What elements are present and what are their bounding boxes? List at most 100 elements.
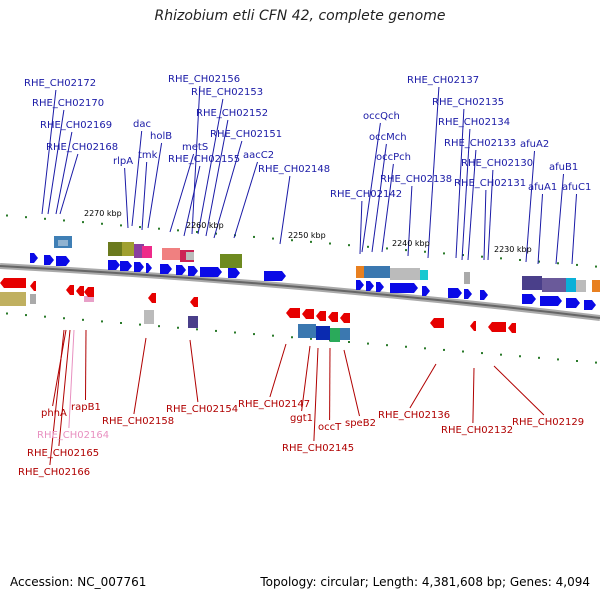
gene-feature-block	[464, 272, 470, 284]
reverse-gene-arrow	[148, 293, 156, 303]
gene-feature-block	[576, 280, 586, 292]
tick-mark	[576, 263, 578, 266]
tick-mark	[272, 334, 274, 337]
tick-mark	[557, 358, 559, 361]
callout-line	[52, 329, 67, 407]
callout-line	[47, 109, 65, 215]
reverse-gene-arrow	[508, 323, 516, 333]
tick-mark	[44, 315, 46, 318]
tick-mark	[215, 232, 217, 235]
forward-gene-arrow	[480, 290, 488, 300]
callout-line	[59, 153, 79, 215]
gene-feature-block	[340, 328, 350, 340]
tick-mark	[481, 255, 483, 258]
tick-mark	[234, 331, 236, 334]
tick-mark	[519, 355, 521, 358]
tick-mark	[348, 341, 350, 343]
tick-mark	[139, 226, 141, 229]
callout-line	[313, 347, 319, 442]
reverse-gene-arrow	[470, 321, 476, 331]
tick-mark	[462, 254, 464, 257]
callout-line	[407, 185, 413, 257]
callout-line	[49, 329, 65, 466]
gene-label-upper: occMch	[369, 132, 407, 143]
tick-mark	[158, 325, 160, 328]
tick-mark	[500, 257, 502, 260]
callout-line	[213, 140, 243, 239]
forward-gene-arrow	[422, 286, 430, 296]
gene-label-lower: RHE_CH02129	[512, 417, 584, 428]
gene-feature-block	[122, 242, 134, 256]
callout-line	[537, 193, 543, 265]
tick-mark	[348, 244, 350, 247]
gene-label-upper: occQch	[363, 111, 400, 122]
gene-label-upper: afuA2	[520, 139, 549, 150]
forward-gene-arrow	[522, 294, 536, 304]
gene-feature-block	[390, 268, 420, 280]
gene-label-upper: RHE_CH02168	[46, 142, 118, 153]
tick-layer	[6, 214, 597, 364]
gene-feature-block	[330, 328, 340, 342]
reverse-gene-arrow	[66, 285, 74, 295]
tick-mark	[63, 317, 65, 320]
gene-label-upper: afuA1	[528, 182, 557, 193]
forward-gene-arrow	[366, 281, 374, 291]
backbone-layer	[0, 263, 600, 321]
callout-line	[147, 142, 163, 229]
gene-feature-block	[298, 324, 316, 338]
tick-mark	[367, 245, 369, 248]
callout-line	[361, 122, 381, 253]
callout-line	[525, 150, 535, 263]
callout-line	[169, 153, 195, 233]
callout-line	[141, 161, 148, 231]
tick-mark	[25, 314, 27, 317]
callout-line	[381, 163, 394, 253]
callout-line	[205, 119, 229, 237]
gene-label-upper: RHE_CH02133	[444, 138, 516, 149]
tick-mark	[177, 229, 179, 232]
forward-gene-arrow	[30, 253, 38, 263]
tick-mark	[443, 252, 445, 255]
forward-gene-arrow	[448, 288, 462, 298]
forward-gene-arrow	[264, 271, 286, 281]
reverse-gene-arrow	[430, 318, 444, 328]
gene-label-lower: RHE_CH02158	[102, 416, 174, 427]
tick-mark	[196, 230, 198, 233]
callout-line	[493, 365, 545, 416]
tick-mark	[253, 333, 255, 336]
forward-gene-arrow	[376, 282, 384, 292]
tick-mark	[595, 361, 597, 364]
callout-line	[189, 339, 199, 403]
tick-mark	[196, 328, 198, 331]
gene-label-lower: RHE_CH02132	[441, 425, 513, 436]
gene-layer	[0, 253, 596, 333]
gene-label-lower: RHE_CH02145	[282, 443, 354, 454]
tick-mark	[538, 356, 540, 359]
callout-line	[55, 131, 73, 215]
gene-feature-block	[186, 252, 194, 260]
gene-label-lower: RHE_CH02147	[238, 399, 310, 410]
forward-gene-arrow	[176, 265, 186, 275]
tick-mark	[386, 344, 388, 347]
callout-line	[472, 367, 475, 424]
reverse-gene-arrow	[84, 287, 94, 297]
gene-label-upper: RHE_CH02137	[407, 75, 479, 86]
forward-gene-arrow	[146, 263, 152, 273]
scale-label: 2270 kbp	[84, 209, 122, 218]
gene-feature-block	[188, 316, 198, 328]
gene-label-upper: RHE_CH02134	[438, 117, 510, 128]
tick-mark	[25, 216, 27, 219]
reverse-gene-arrow	[328, 312, 338, 322]
gene-label-upper: RHE_CH02138	[380, 174, 452, 185]
gene-feature-block	[522, 276, 542, 290]
gene-feature-block	[84, 296, 94, 302]
forward-gene-arrow	[200, 267, 222, 277]
callout-line	[467, 149, 477, 261]
gene-label-lower: ggt1	[290, 413, 313, 424]
callout-line	[487, 169, 494, 261]
gene-label-upper: RHE_CH02172	[24, 78, 96, 89]
tick-mark	[82, 221, 84, 224]
callout-line	[461, 128, 471, 261]
